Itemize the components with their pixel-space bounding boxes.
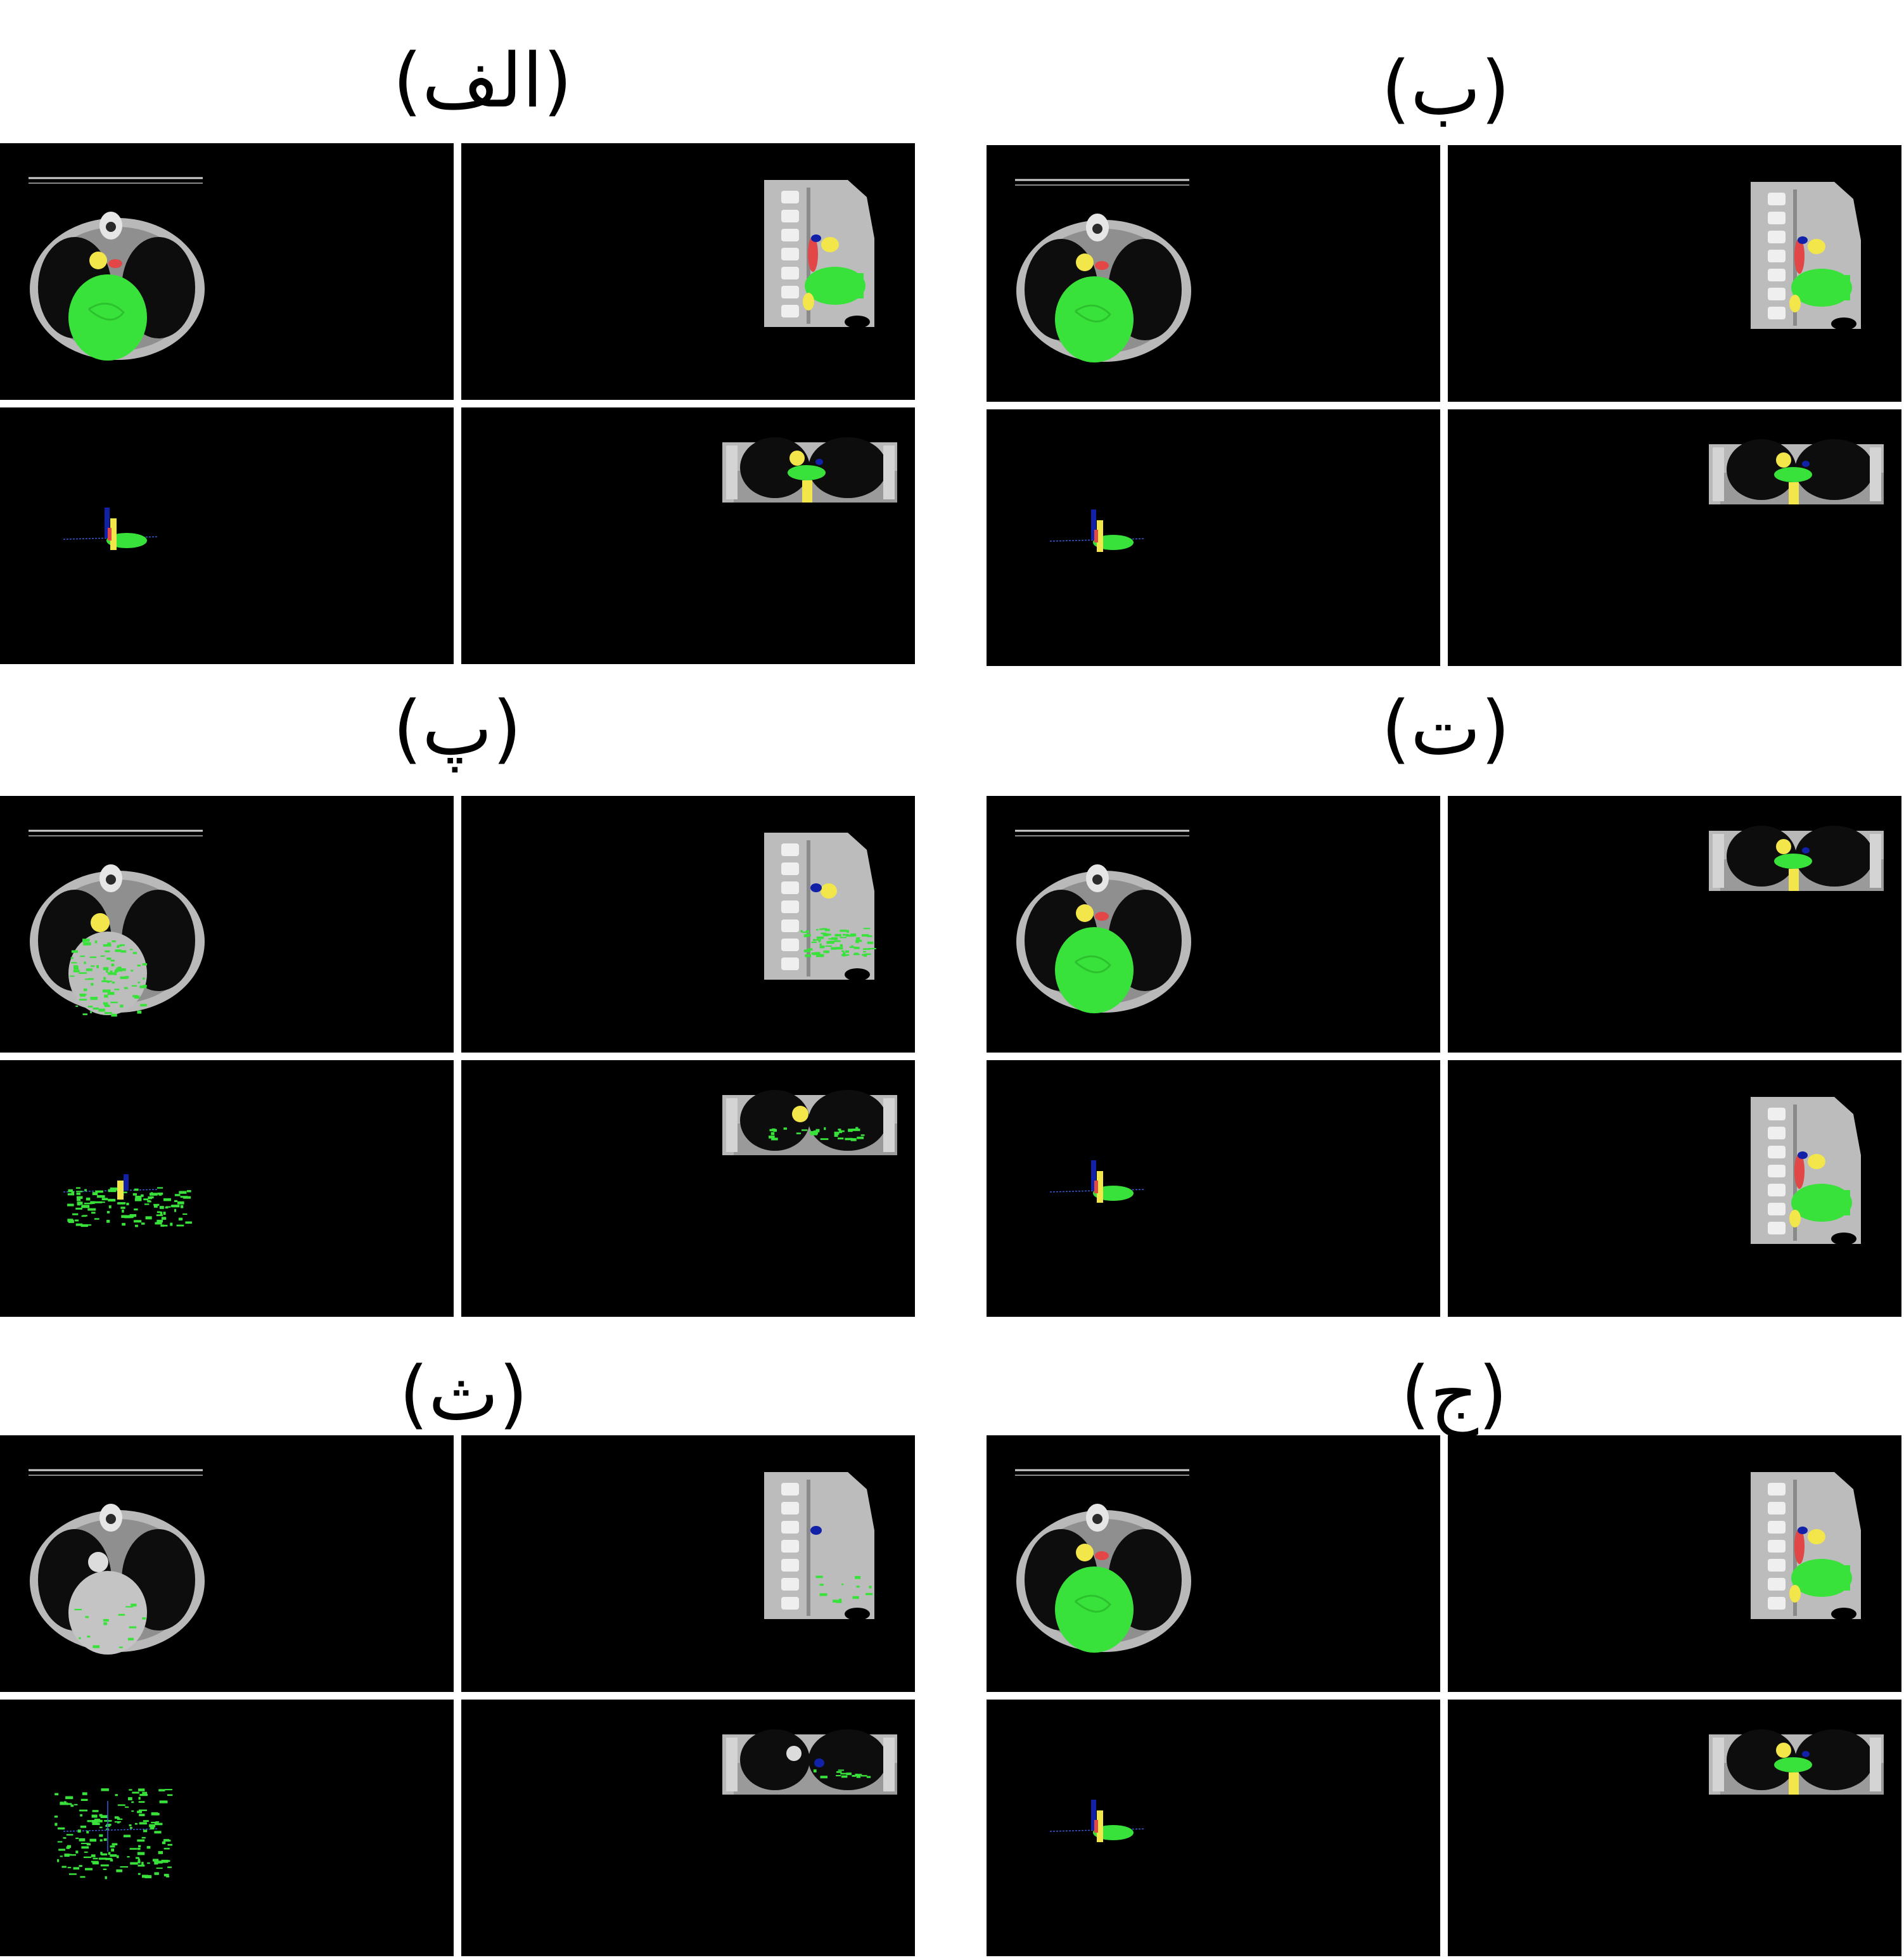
panel-alef-sagittal-view-image <box>461 143 915 400</box>
panel-label-jim: (ج) <box>1400 1350 1508 1437</box>
panel-label-se: (ث) <box>399 1350 528 1437</box>
panel-pe-render-3d-view-image <box>0 1060 454 1317</box>
panel-se-axial-view <box>0 1435 454 1692</box>
panel-jim-sagittal-view-image <box>1448 1435 1901 1692</box>
panel-se-render-3d-view <box>0 1700 454 1956</box>
panel-alef-sagittal-view <box>461 143 915 400</box>
panel-alef-coronal-view-image <box>461 407 915 664</box>
panel-alef-render-3d-view-image <box>0 407 454 664</box>
panel-jim-coronal-view-image <box>1448 1700 1901 1956</box>
panel-alef-coronal-view <box>461 407 915 664</box>
panel-jim-axial-view <box>987 1435 1440 1692</box>
panel-be-render-3d-view <box>987 409 1440 666</box>
panel-label-te: (ت) <box>1381 684 1511 772</box>
panel-alef-axial-view-image <box>0 143 454 400</box>
panel-pe-sagittal-view-image <box>461 796 915 1053</box>
panel-te-coronal-view <box>1448 796 1901 1053</box>
panel-alef-axial-view <box>0 143 454 400</box>
panel-alef-render-3d-view <box>0 407 454 664</box>
panel-pe-coronal-view-image <box>461 1060 915 1317</box>
panel-se-coronal-view-image <box>461 1700 915 1956</box>
panel-be-sagittal-view-image <box>1448 145 1901 402</box>
panel-pe-axial-view-image <box>0 796 454 1053</box>
panel-te-sagittal-view <box>1448 1060 1901 1317</box>
panel-be-sagittal-view <box>1448 145 1901 402</box>
panel-se-axial-view-image <box>0 1435 454 1692</box>
panel-be-axial-view-image <box>987 145 1440 402</box>
panel-jim-sagittal-view <box>1448 1435 1901 1692</box>
panel-te-axial-view <box>987 796 1440 1053</box>
panel-pe-axial-view <box>0 796 454 1053</box>
panel-be-axial-view <box>987 145 1440 402</box>
panel-jim-render-3d-view <box>987 1700 1440 1956</box>
panel-pe-render-3d-view <box>0 1060 454 1317</box>
panel-pe-coronal-view <box>461 1060 915 1317</box>
panel-label-alef: (الف) <box>393 37 572 124</box>
panel-jim-axial-view-image <box>987 1435 1440 1692</box>
panel-te-axial-view-image <box>987 796 1440 1053</box>
panel-be-coronal-view-image <box>1448 409 1901 666</box>
panel-label-pe: (پ) <box>393 684 522 772</box>
panel-se-render-3d-view-image <box>0 1700 454 1956</box>
panel-te-render-3d-view-image <box>987 1060 1440 1317</box>
panel-se-coronal-view <box>461 1700 915 1956</box>
panel-label-be: (ب) <box>1381 44 1511 132</box>
panel-se-sagittal-view <box>461 1435 915 1692</box>
panel-be-coronal-view <box>1448 409 1901 666</box>
panel-be-render-3d-view-image <box>987 409 1440 666</box>
panel-se-sagittal-view-image <box>461 1435 915 1692</box>
panel-pe-sagittal-view <box>461 796 915 1053</box>
panel-te-render-3d-view <box>987 1060 1440 1317</box>
panel-te-sagittal-view-image <box>1448 1060 1901 1317</box>
panel-te-coronal-view-image <box>1448 796 1901 1053</box>
panel-jim-coronal-view <box>1448 1700 1901 1956</box>
panel-jim-render-3d-view-image <box>987 1700 1440 1956</box>
